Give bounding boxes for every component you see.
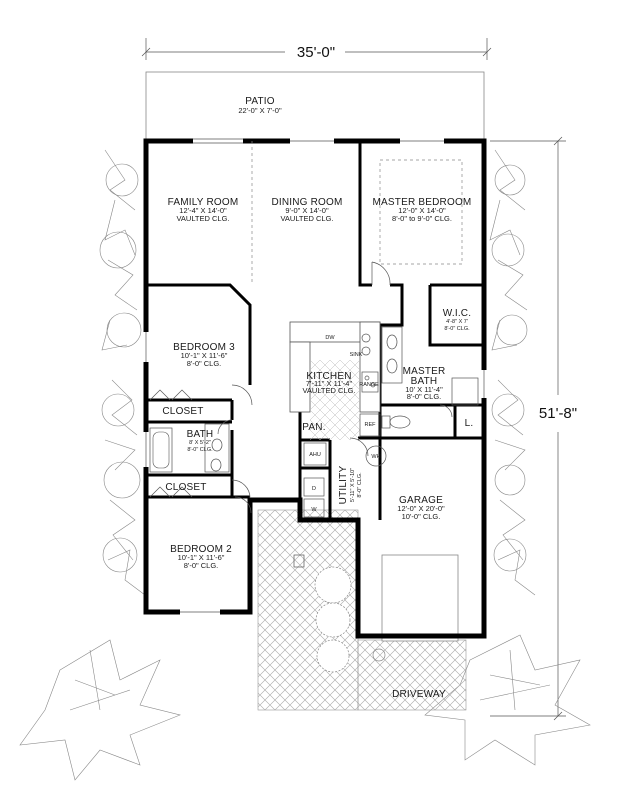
bath-ceiling: 8'-0" CLG. [187, 447, 213, 453]
dining-room-ceiling: VAULTED CLG. [280, 214, 333, 223]
dashed-lines [251, 141, 463, 285]
bedroom2-name: BEDROOM 2 [170, 544, 232, 555]
depth-dimension-label: 51'-8" [539, 405, 577, 422]
linen-name: L. [465, 418, 474, 429]
bath-name: BATH [187, 429, 214, 440]
kitchen-size: 7'-11" X 11'-4" [306, 379, 353, 388]
landscaping-left [19, 149, 181, 781]
master-bath-name2: BATH [411, 376, 438, 387]
refrigerator-label: REF [365, 422, 377, 428]
ahu-label: AHU [309, 452, 321, 458]
utility-name: UTILITY [338, 466, 349, 505]
range-label: RANGE [359, 382, 379, 388]
bedroom3-size: 10'-1" X 11'-6" [181, 351, 228, 360]
dryer-label: D [312, 486, 316, 492]
closet1-name: CLOSET [162, 406, 203, 417]
landscaping-right [424, 149, 591, 766]
sink-label: SINK [350, 352, 363, 358]
master-bedroom-size: 12'-0" X 14'-0" [398, 206, 446, 215]
closet2-name: CLOSET [165, 482, 206, 493]
master-bedroom-name: MASTER BEDROOM [373, 197, 472, 208]
openings [142, 137, 488, 616]
washer-label: W [311, 507, 317, 513]
family-room-size: 12'-4" X 14'-0" [179, 206, 227, 215]
patio: PATIO 22'-0" X 7'-0" [145, 71, 485, 142]
master-bath-size: 10' X 11'-4" [405, 385, 443, 394]
bedroom3-name: BEDROOM 3 [173, 342, 235, 353]
family-room-ceiling: VAULTED CLG. [176, 214, 229, 223]
water-heater-label: WH [371, 454, 380, 460]
depth-dimension: 51'-8" [490, 136, 577, 721]
utility-fixtures: AHU D W WH [303, 442, 387, 518]
bath-size: 8' X 5'-2" [189, 440, 211, 446]
entry [293, 554, 305, 568]
garage-name: GARAGE [399, 495, 443, 506]
driveway-name: DRIVEWAY [392, 689, 446, 700]
master-bath-name: MASTER [403, 366, 446, 377]
walkway-shrubs [314, 566, 386, 673]
master-bath-ceiling: 8'-0" CLG. [407, 392, 442, 401]
family-room-name: FAMILY ROOM [168, 197, 239, 208]
bedroom2-size: 10'-1" X 11'-6" [178, 553, 225, 562]
dining-room-size: 9'-0" X 14'-0" [285, 206, 329, 215]
kitchen-ceiling: VAULTED CLG. [302, 386, 355, 395]
room-labels: FAMILY ROOM 12'-4" X 14'-0" VAULTED CLG.… [162, 197, 473, 570]
wic-name: W.I.C. [443, 308, 471, 319]
garage-size: 12'-0" X 20'-0" [397, 504, 445, 513]
utility-size: 5'-11" X 5'-10" [350, 468, 356, 502]
dishwasher-label: DW [325, 335, 335, 341]
driveway: DRIVEWAY [257, 509, 467, 711]
width-dimension: 35'-0" [141, 38, 492, 61]
garage-ceiling: 10'-0" CLG. [402, 512, 441, 521]
bedroom3-ceiling: 8'-0" CLG. [187, 359, 222, 368]
patio-name: PATIO [245, 96, 275, 107]
bedroom2-ceiling: 8'-0" CLG. [184, 561, 219, 570]
dining-room-name: DINING ROOM [271, 197, 342, 208]
kitchen-name: KITCHEN [306, 371, 351, 382]
patio-size: 22'-0" X 7'-0" [238, 106, 282, 115]
utility-ceiling: 8'-0" CLG. [357, 472, 363, 498]
master-bath-fixtures [381, 326, 479, 429]
pantry-name: PAN. [302, 422, 325, 433]
wic-ceiling: 8'-0" CLG. [444, 326, 470, 332]
width-dimension-label: 35'-0" [297, 44, 335, 61]
master-bedroom-ceiling: 8'-0" to 9'-0" CLG. [392, 214, 452, 223]
wic-size: 4'-8" X 7' [446, 319, 468, 325]
bath-fixtures [149, 423, 230, 473]
kitchen-counters: DW SINK RANGE REF [289, 321, 381, 440]
